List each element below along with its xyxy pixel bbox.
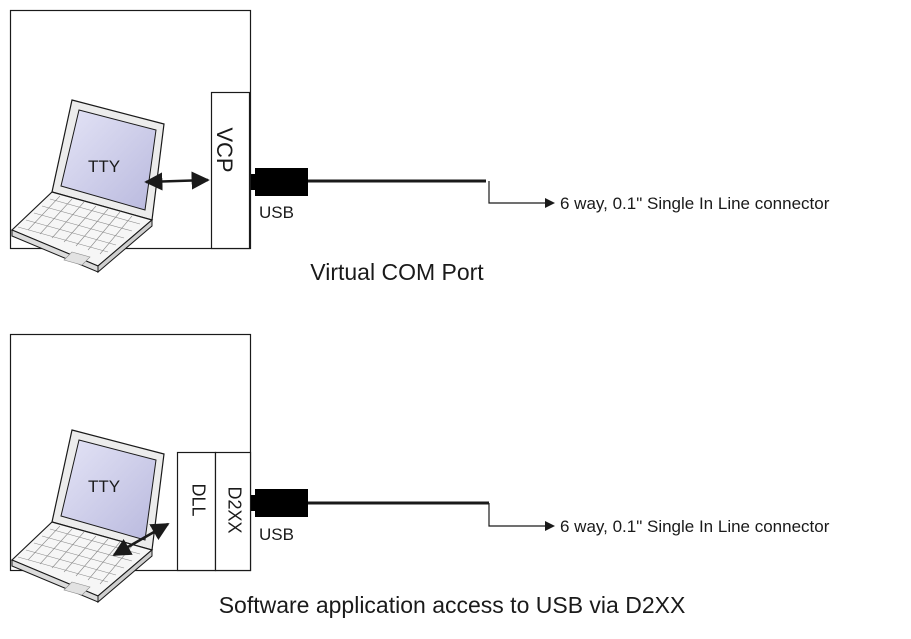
- connector-leader: [488, 181, 545, 204]
- bottom-diagram: TTY DLL D2XX USB 6 way, 0.1" Single In L…: [9, 333, 830, 618]
- usb-plug-tip: [251, 495, 256, 511]
- connector-label: 6 way, 0.1" Single In Line connector: [560, 517, 830, 536]
- laptop-screen-label: TTY: [88, 157, 120, 176]
- vcp-driver-label: VCP: [212, 127, 237, 172]
- connector-leader: [488, 503, 545, 527]
- dll-block: [176, 451, 217, 572]
- bidirectional-arrow: [144, 171, 210, 191]
- bidirectional-arrow: [112, 522, 170, 557]
- caption: Virtual COM Port: [310, 259, 484, 285]
- d2xx-driver-block: [214, 451, 252, 572]
- vcp-driver-block: [210, 91, 251, 250]
- usb-plug: [255, 168, 308, 196]
- d2xx-driver-label: D2XX: [224, 486, 244, 533]
- usb-label: USB: [259, 525, 294, 544]
- dll-label: DLL: [188, 483, 208, 516]
- caption: Software application access to USB via D…: [219, 592, 686, 618]
- connector-arrowhead: [545, 198, 555, 208]
- usb-plug-tip: [251, 174, 256, 190]
- usb-plug: [255, 489, 308, 517]
- laptop-screen-label: TTY: [88, 477, 120, 496]
- connector-arrowhead: [545, 521, 555, 531]
- connector-label: 6 way, 0.1" Single In Line connector: [560, 194, 830, 213]
- usb-label: USB: [259, 203, 294, 222]
- top-diagram: TTY VCP USB 6 way, 0.1" Single In Line c…: [9, 9, 830, 285]
